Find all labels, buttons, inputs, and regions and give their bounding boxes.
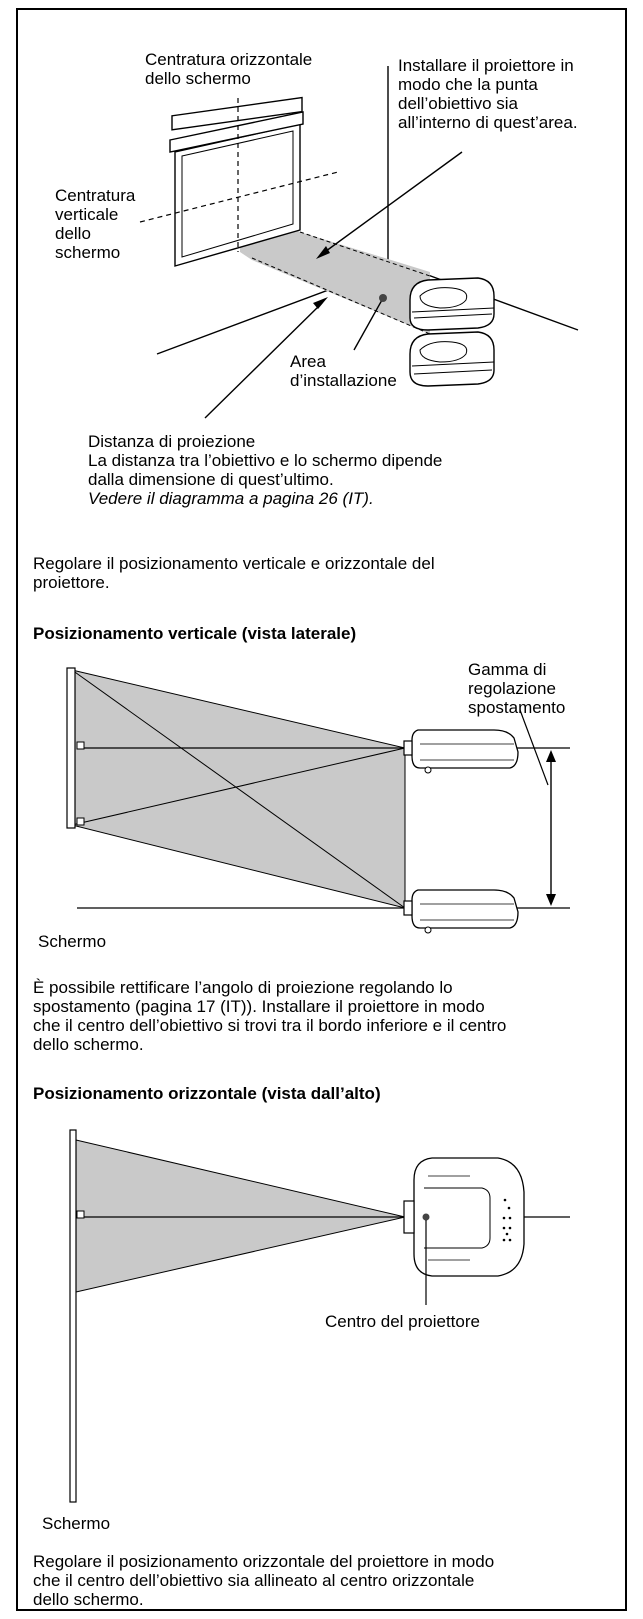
label-install-area: Area d’installazione [290,352,397,390]
paragraph-vertical-note: È possibile rettificare l’angolo di proi… [33,978,507,1054]
label-screen-horizontal: Schermo [42,1514,111,1533]
projector-bottom-illustration [409,331,495,387]
projector-side-upper [403,729,519,774]
label-horizontal-centring: Centratura orizzontale dello schermo [145,50,313,88]
label-vertical-centring: Centratura verticale dello schermo [55,186,136,262]
projector-top-illustration [409,277,495,331]
label-projector-centre: Centro del proiettore [325,1312,480,1331]
label-shift-range: Gamma di regolazione spostamento [468,660,566,717]
projector-side-lower [403,889,519,934]
heading-vertical: Posizionamento verticale (vista laterale… [33,624,357,643]
heading-horizontal: Posizionamento orizzontale (vista dall’a… [33,1084,381,1103]
label-projection-distance: Distanza di proiezione La distanza tra l… [88,432,443,508]
label-screen-vertical: Schermo [38,932,107,951]
paragraph-horizontal-note: Regolare il posizionamento orizzontale d… [33,1552,495,1609]
paragraph-adjust: Regolare il posizionamento verticale e o… [33,554,435,592]
label-install-instruction: Installare il proiettore in modo che la … [398,56,578,132]
projector-top-view [403,1157,525,1277]
